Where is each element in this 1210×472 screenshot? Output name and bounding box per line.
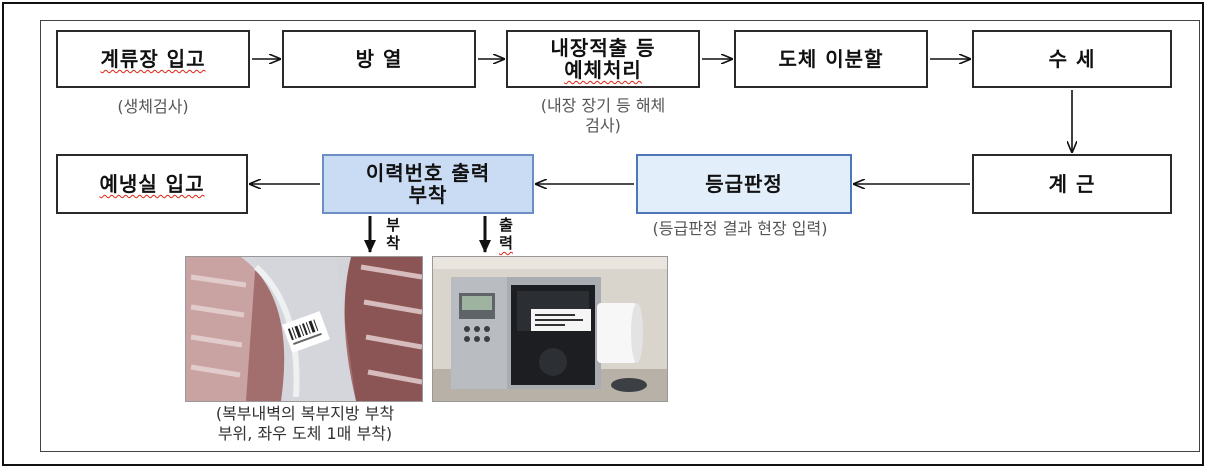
label-print: 출 력 — [499, 216, 513, 252]
step-washing: 수 세 — [972, 30, 1172, 88]
label-attach: 부 착 — [386, 216, 400, 252]
photo-carcass-label — [185, 256, 423, 402]
step-lairage-label: 계류장 입고 — [100, 47, 206, 71]
step-chilling-room: 예냉실 입고 — [56, 154, 248, 214]
step-evisceration-line2: 예체처리 — [564, 58, 642, 82]
step-stunning: 방 열 — [282, 30, 476, 88]
step-weighing-label: 계 근 — [1048, 172, 1096, 196]
note-organ-inspection: (내장 장기 등 해체 검사) — [540, 96, 666, 135]
carcass-label-photo-icon — [186, 257, 422, 401]
step-evisceration: 내장적출 등 예체처리 — [506, 30, 700, 88]
note-live-inspection: (생체검사) — [117, 97, 189, 116]
step-grading: 등급판정 — [636, 154, 852, 214]
step-trace-number-line1: 이력번호 출력 — [365, 161, 491, 185]
diagram-panel — [40, 20, 1200, 452]
step-trace-number-line2: 부착 — [408, 183, 448, 207]
label-printer-photo-icon — [433, 257, 667, 401]
note-grading-input: (등급판정 결과 현장 입력) — [652, 219, 828, 238]
outer-frame — [2, 2, 1204, 466]
step-evisceration-line1: 내장적출 등 — [550, 36, 656, 60]
step-grading-label: 등급판정 — [705, 172, 783, 196]
step-splitting: 도체 이분할 — [734, 30, 928, 88]
photo-caption: (복부내벽의 복부지방 부착 부위, 좌우 도체 1매 부착) — [215, 404, 395, 443]
step-chilling-room-label: 예냉실 입고 — [99, 172, 205, 196]
step-splitting-label: 도체 이분할 — [778, 47, 884, 71]
step-weighing: 계 근 — [972, 154, 1172, 214]
step-stunning-label: 방 열 — [355, 47, 403, 71]
step-washing-label: 수 세 — [1048, 47, 1096, 71]
step-lairage: 계류장 입고 — [56, 30, 250, 88]
photo-label-printer — [432, 256, 668, 402]
step-trace-number: 이력번호 출력 부착 — [322, 154, 534, 214]
